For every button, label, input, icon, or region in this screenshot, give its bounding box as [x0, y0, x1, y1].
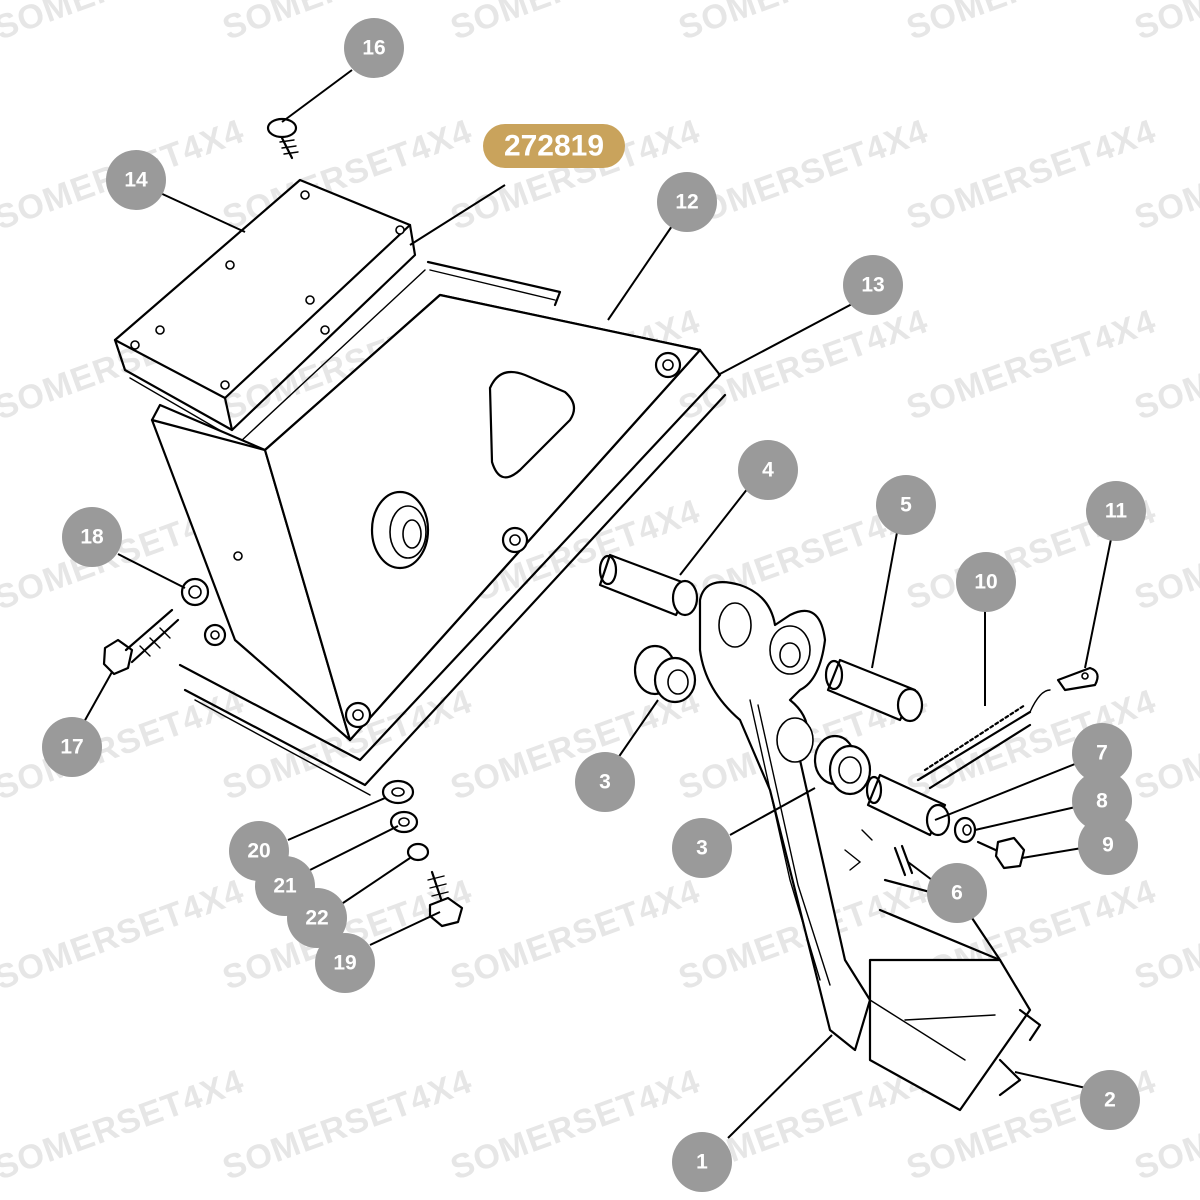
svg-text:3: 3 — [599, 771, 611, 794]
leader-lines — [83, 69, 1113, 1139]
callout-3b: 3 — [672, 818, 732, 878]
callout-16: 16 — [344, 18, 404, 78]
part-number: 272819 — [504, 130, 604, 163]
callout-9: 9 — [1078, 815, 1138, 875]
callout-7: 7 — [1072, 723, 1132, 783]
pedal-box-housing — [113, 178, 727, 796]
watermark-text: SOMERSET4X4 — [218, 1062, 477, 1187]
watermark-text: SOMERSET4X4 — [446, 1062, 705, 1187]
svg-text:1: 1 — [696, 1151, 708, 1174]
screw-16 — [266, 117, 299, 160]
svg-text:4: 4 — [762, 459, 774, 482]
callout-13: 13 — [843, 255, 903, 315]
svg-text:2: 2 — [1104, 1089, 1116, 1112]
callout-18: 18 — [62, 507, 122, 567]
svg-text:5: 5 — [900, 494, 912, 517]
watermark-text: SOMERSET4X4 — [0, 0, 249, 48]
callout-5: 5 — [876, 475, 936, 535]
watermark-text: SOMERSET4X4 — [446, 872, 705, 997]
bolt-19-washers — [381, 779, 464, 928]
part-number-badge: 272819 — [483, 124, 625, 168]
callout-17: 17 — [42, 717, 102, 777]
svg-text:9: 9 — [1102, 834, 1114, 857]
svg-text:19: 19 — [333, 952, 356, 975]
callout-4: 4 — [738, 440, 798, 500]
svg-text:7: 7 — [1096, 742, 1108, 765]
watermark-text: SOMERSET4X4 — [674, 0, 933, 48]
callout-12: 12 — [657, 172, 717, 232]
svg-text:8: 8 — [1096, 790, 1108, 813]
svg-text:17: 17 — [60, 736, 83, 759]
svg-text:13: 13 — [861, 274, 884, 297]
callout-badges: 1 2 3 3 4 5 6 7 8 9 10 11 12 13 14 16 17… — [42, 18, 1146, 1192]
callout-6: 6 — [927, 863, 987, 923]
watermark-text: SOMERSET4X4 — [0, 682, 249, 807]
callout-8: 8 — [1072, 771, 1132, 831]
callout-14: 14 — [106, 150, 166, 210]
callout-11: 11 — [1086, 481, 1146, 541]
watermark-text: SOMERSET4X4 — [0, 872, 249, 997]
watermark-text: SOMERSET4X4 — [0, 1062, 249, 1187]
svg-text:16: 16 — [362, 37, 385, 60]
svg-text:14: 14 — [124, 169, 148, 192]
svg-text:21: 21 — [273, 875, 297, 898]
svg-text:18: 18 — [80, 526, 104, 549]
callout-1: 1 — [672, 1132, 732, 1192]
svg-text:6: 6 — [951, 882, 963, 905]
watermark-text: SOMERSET4X4 — [674, 112, 933, 237]
callout-2: 2 — [1080, 1070, 1140, 1130]
svg-text:12: 12 — [675, 191, 698, 214]
svg-text:3: 3 — [696, 837, 708, 860]
svg-text:10: 10 — [974, 571, 997, 594]
callout-19: 19 — [315, 933, 375, 993]
callout-22: 22 — [287, 888, 347, 948]
watermark-text: SOMERSET4X4 — [1130, 0, 1200, 48]
bolt-17-nut-18 — [102, 577, 210, 676]
callout-10: 10 — [956, 552, 1016, 612]
callout-3a: 3 — [575, 752, 635, 812]
watermark-text: SOMERSET4X4 — [902, 0, 1161, 48]
svg-text:11: 11 — [1105, 500, 1128, 523]
watermark-text: SOMERSET4X4 — [902, 302, 1161, 427]
svg-text:20: 20 — [247, 840, 270, 863]
watermark-text: SOMERSET4X4 — [902, 112, 1161, 237]
watermark-text: SOMERSET4X4 — [446, 0, 705, 48]
svg-text:22: 22 — [305, 907, 328, 930]
pedal-assembly — [598, 553, 1099, 1112]
